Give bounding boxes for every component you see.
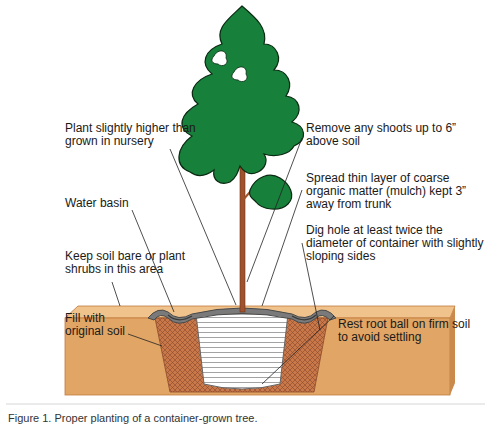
callout-text: Rest root ball on firm soil to avoid set… [338,317,470,344]
callout-text: Fill with original soil [65,311,125,338]
tree-canopy [179,6,304,183]
callout-label: Keep soil bare or plant shrubs in this a… [65,250,205,276]
callout-text: Remove any shoots up to 6” above soil [306,121,456,148]
callout-label: Water basin [65,197,175,210]
callout-label: Dig hole at least twice the diameter of … [306,224,486,263]
callout-text: Water basin [65,196,129,210]
callout-label: Spread thin layer of coarse organic matt… [306,172,486,211]
callout-text: Spread thin layer of coarse organic matt… [306,171,466,211]
callout-text: Plant slightly higher than grown in nurs… [65,121,196,148]
canopy-gap [212,51,227,66]
callout-label: Rest root ball on firm soil to avoid set… [338,318,483,344]
water-basin [168,315,316,320]
canopy-gap [232,67,247,82]
callout-text: Dig hole at least twice the diameter of … [306,223,483,263]
caption-rule [6,404,485,405]
callout-label: Plant slightly higher than grown in nurs… [65,122,215,148]
root-ball [196,314,288,389]
callout-text: Keep soil bare or plant shrubs in this a… [65,249,185,276]
callout-label: Remove any shoots up to 6” above soil [306,122,476,148]
leaf-cluster [249,175,291,209]
callout-label: Fill with original soil [65,312,137,338]
figure-caption: Figure 1. Proper planting of a container… [8,412,257,425]
